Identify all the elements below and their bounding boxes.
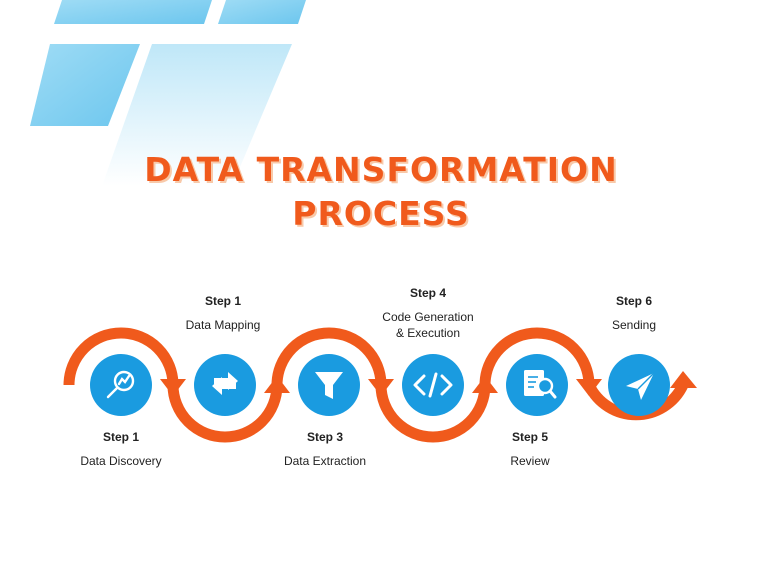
title-line-1: DATA TRANSFORMATION: [144, 150, 618, 189]
step-label: Review: [510, 454, 550, 468]
wave-arc-4: [375, 384, 491, 443]
step-number: Step 3: [306, 430, 343, 444]
paper-plane-icon: [626, 372, 655, 400]
step-label: Data Discovery: [80, 454, 162, 468]
step-number: Step 5: [511, 430, 548, 444]
step-card-4: Step 4 Code Generation & Execution: [343, 286, 513, 341]
wave-arc-5: [479, 327, 595, 386]
step-label: Data Mapping: [185, 318, 261, 332]
decorative-shapes: [30, 0, 306, 186]
wave-arc-3: [271, 327, 387, 386]
wave-arc-2: [167, 384, 283, 443]
deco-shape-3: [30, 44, 140, 126]
title-line-2: PROCESS: [292, 194, 470, 233]
magnifier-chart-icon: [106, 370, 135, 399]
wave-arc-1: [63, 327, 179, 386]
funnel-icon: [315, 372, 343, 399]
arrowhead-down-2: [368, 379, 394, 396]
swap-arrows-icon: [212, 372, 238, 395]
arrowhead-up-3: [670, 371, 697, 388]
deco-shape-4: [102, 44, 292, 186]
step-label: Data Extraction: [283, 454, 367, 468]
step-number: Step 6: [615, 294, 652, 308]
arrowhead-up-2: [472, 376, 498, 393]
deco-shape-1: [54, 0, 212, 24]
step-card-3: Step 3 Data Extraction: [240, 430, 410, 469]
step-card-5: Step 5 Review: [445, 430, 615, 469]
code-brackets-icon: [413, 372, 453, 398]
document-search-icon: [524, 370, 557, 399]
step-card-2: Step 1 Data Mapping: [138, 294, 308, 333]
step-number: Step 1: [204, 294, 241, 308]
step-label: Sending: [611, 318, 657, 332]
arrowhead-down-3: [576, 379, 602, 396]
arrowhead-down-1: [160, 379, 186, 396]
step-card-1: Step 1 Data Discovery: [36, 430, 206, 469]
step-circle-1: [90, 354, 152, 416]
step-number: Step 1: [102, 430, 139, 444]
arrowhead-up-1: [264, 376, 290, 393]
step-number: Step 4: [409, 286, 446, 300]
step-label: Code Generation & Execution: [382, 310, 474, 340]
deco-shape-2: [218, 0, 306, 24]
step-card-6: Step 6 Sending: [549, 294, 719, 333]
